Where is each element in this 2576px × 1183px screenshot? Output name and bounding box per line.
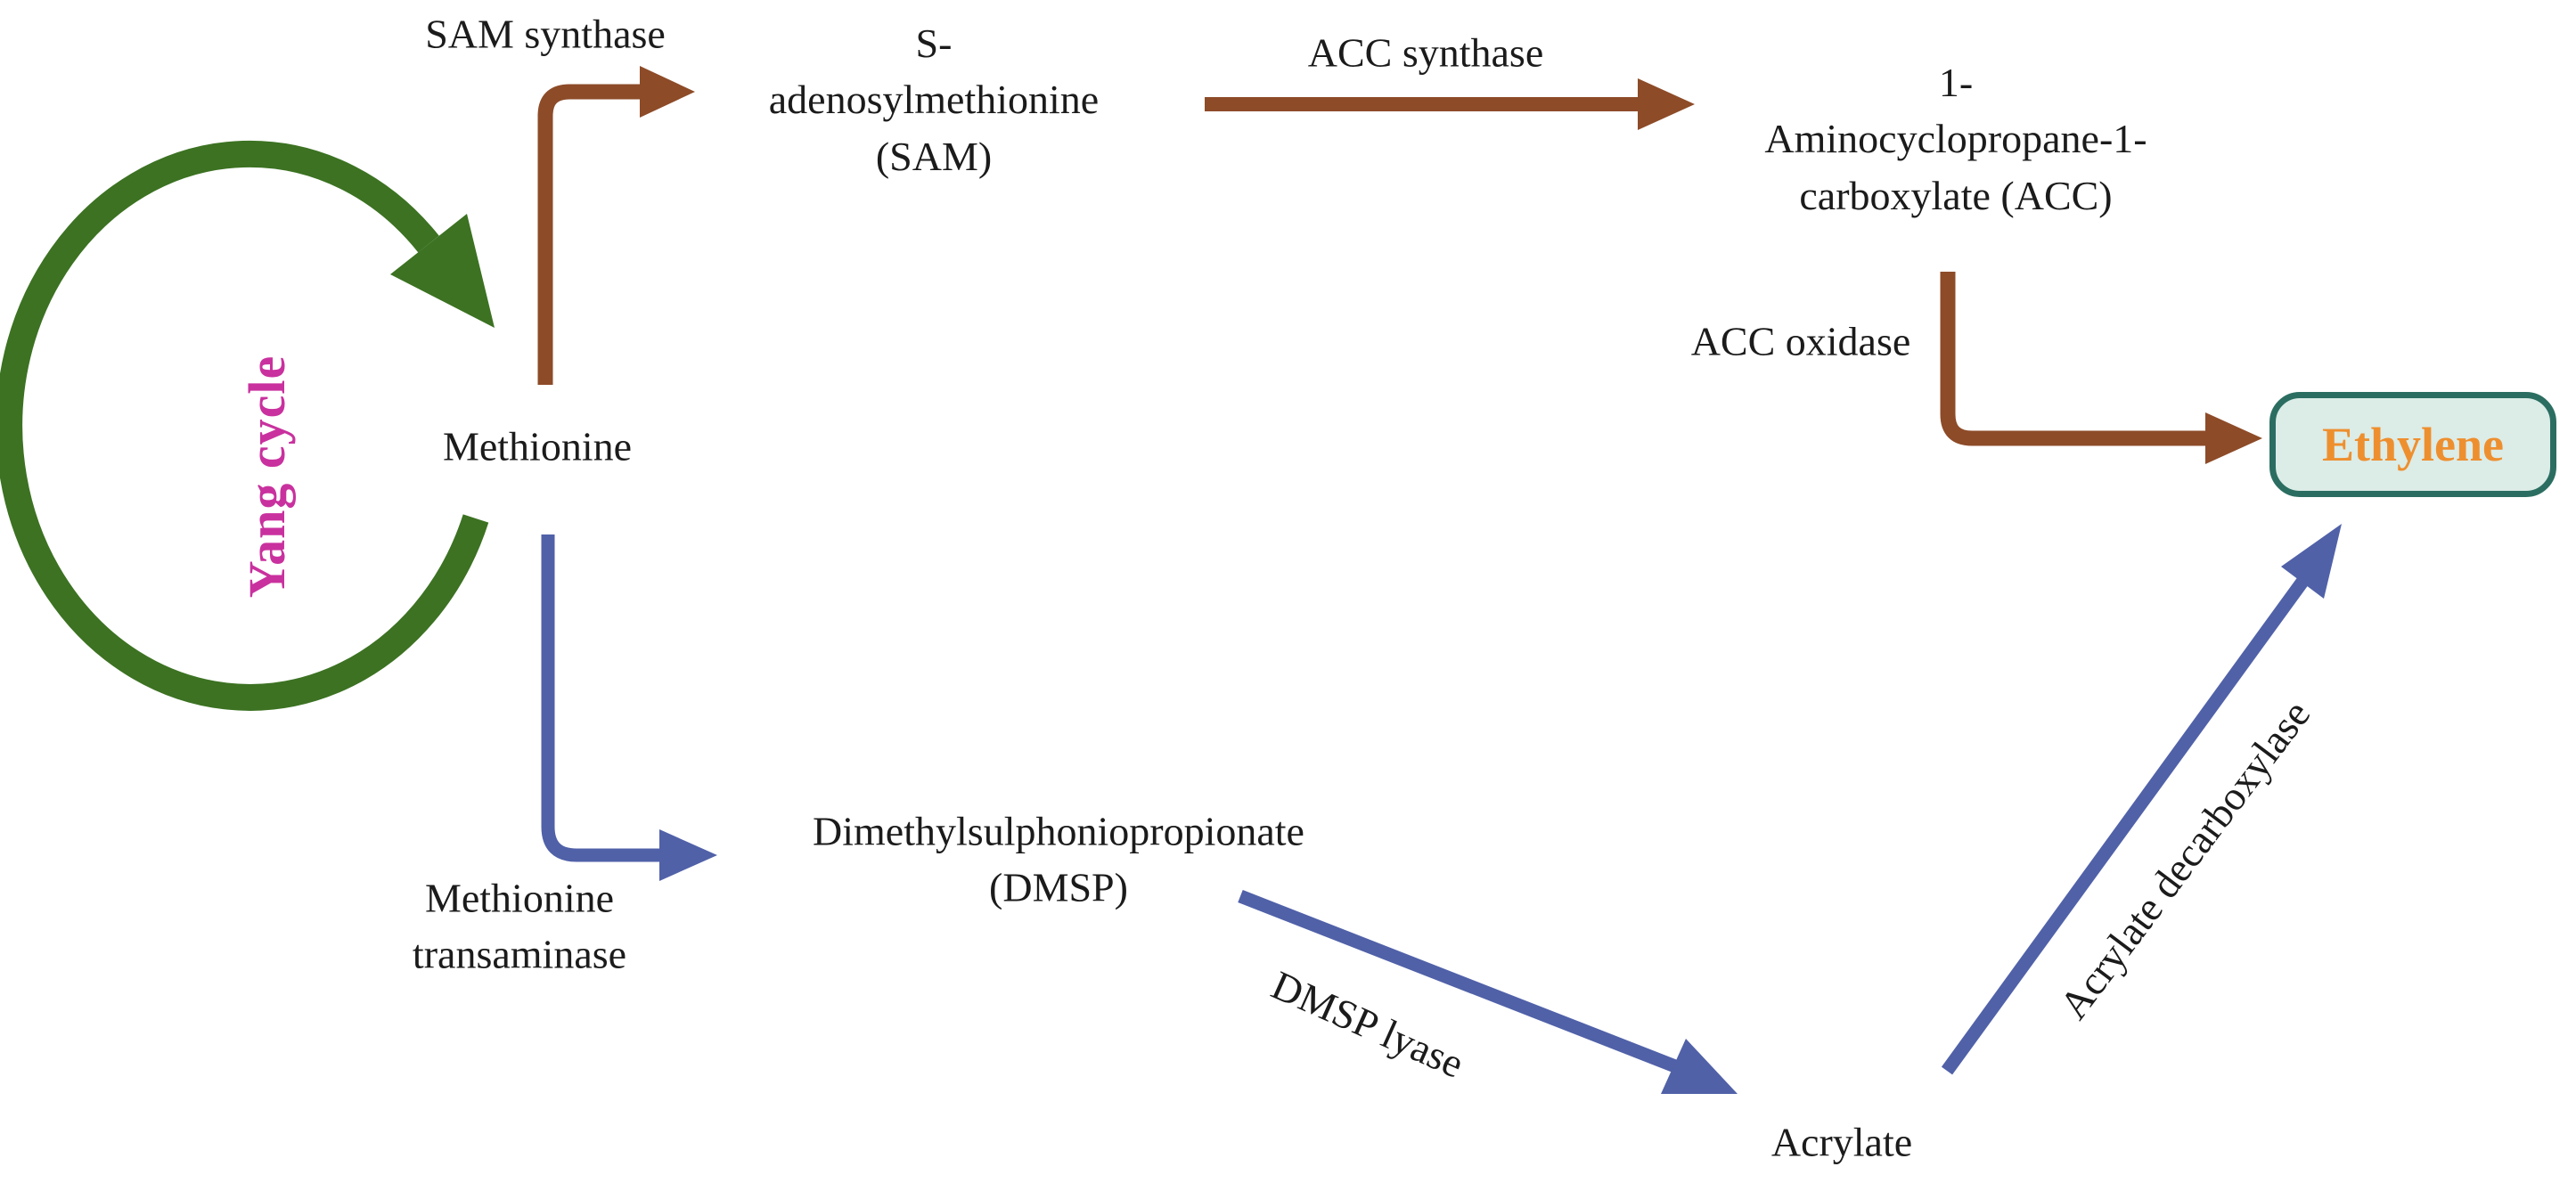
arrow-sam-to-acc bbox=[1205, 78, 1695, 130]
enzyme-acc-oxidase-label: ACC oxidase bbox=[1690, 318, 1911, 364]
ethylene-node: Ethylene bbox=[2269, 392, 2556, 497]
arrow-methionine-to-sam bbox=[537, 66, 695, 385]
node-acc-label: 1- Aminocyclopropane-1- carboxylate (ACC… bbox=[1764, 59, 2147, 218]
enzyme-methionine-transaminase-label: Methionine transaminase bbox=[412, 875, 627, 977]
arrow-acrylate-to-ethylene bbox=[1941, 524, 2342, 1075]
arrow-methionine-to-dmsp bbox=[541, 534, 717, 881]
yang-cycle-arrowhead bbox=[390, 214, 495, 328]
node-dmsp-label: Dimethylsulphoniopropionate (DMSP) bbox=[813, 808, 1304, 910]
arrow-acc-to-ethylene bbox=[1940, 272, 2262, 464]
arrow-dmsp-to-acrylate bbox=[1238, 890, 1738, 1094]
node-methionine-label: Methionine bbox=[442, 423, 633, 469]
node-sam-label: S- adenosylmethionine (SAM) bbox=[768, 20, 1100, 179]
node-ethylene-label: Ethylene bbox=[2321, 418, 2504, 471]
node-acrylate-label: Acrylate bbox=[1770, 1119, 1913, 1165]
enzyme-sam-synthase-label: SAM synthase bbox=[425, 11, 666, 57]
enzyme-acc-synthase-label: ACC synthase bbox=[1307, 29, 1544, 76]
yang-cycle-label: Yang cycle bbox=[237, 355, 296, 599]
yang-cycle-arrow bbox=[0, 140, 495, 711]
